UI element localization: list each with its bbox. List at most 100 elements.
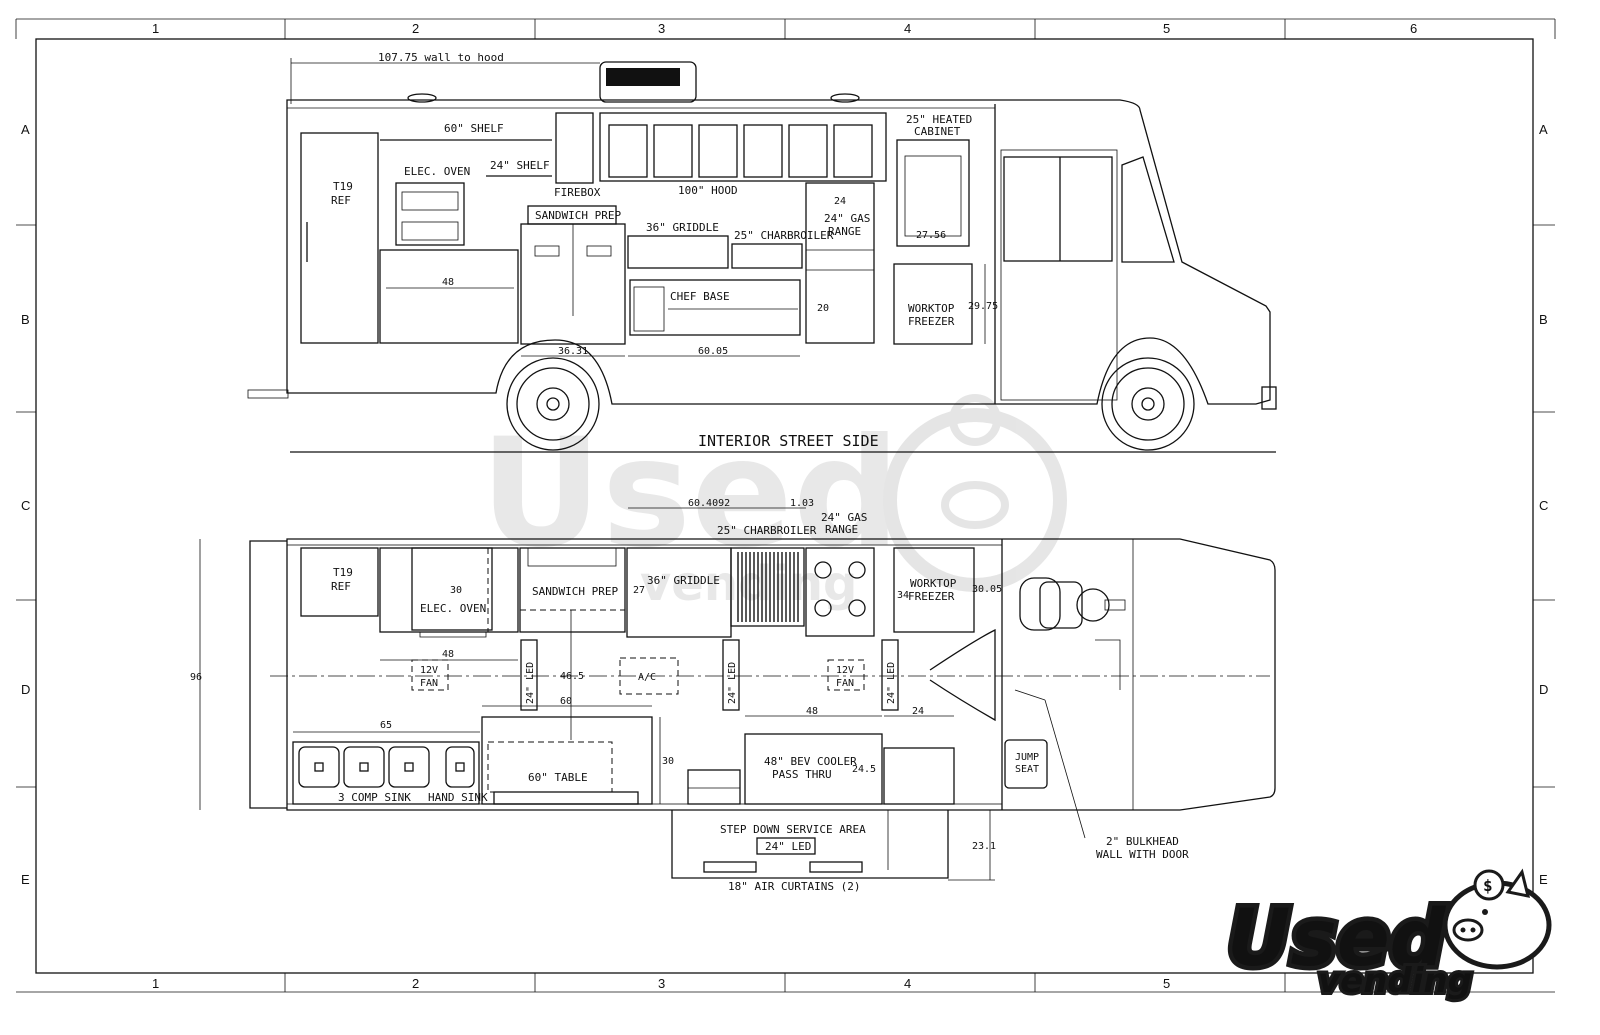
side-griddle [627,235,729,269]
plan-elec-oven-label: ELEC. OVEN [420,602,486,615]
roof-ac-unit [599,61,697,103]
heated-cabinet-label-1: 25" HEATED [906,113,972,126]
watermark: Used vending [480,394,1067,612]
dim-side-2975: 29.75 [968,301,998,312]
dim-plan-24: 24 [912,706,924,717]
bev-cooler-label-2: PASS THRU [772,768,832,781]
watermark-word: Used [480,407,900,581]
jump-seat-label-1: JUMP [1015,752,1039,763]
led-light-1-label: 24" LED [525,662,536,704]
roof-ac-vent [606,68,680,86]
plan-sandwich-prep-label: SANDWICH PREP [532,585,618,598]
plan-view: 96 60.4092 1.03 T19 REF ELEC. OVEN 30 SA… [190,498,1276,893]
logo-sub: vending [1318,961,1472,1001]
roof-vent-left [407,93,437,103]
plan-t19-label-2: REF [331,580,351,593]
table-60 [481,716,653,805]
firebox-label: FIREBOX [554,186,601,199]
pig-icon: $ [1442,868,1552,970]
step-down-led-label: 24" LED [765,840,811,853]
cab-door-window [1003,156,1113,262]
air-curtain-2 [809,861,863,873]
firebox [555,112,594,184]
heated-cabinet [896,139,970,247]
plan-gas-burners [814,561,866,617]
col-label-3: 3 [658,21,665,36]
service-step [687,769,741,805]
step-down-service-area [671,810,949,879]
dim-side-6005: 60.05 [698,346,728,357]
bulkhead-wall [929,628,996,722]
sink-counter [292,741,480,805]
led-light-2 [722,639,740,711]
plan-charbroiler-label: 25" CHARBROILER [717,524,817,537]
plan-rear-bumper [249,540,287,809]
row-label-b: B [21,312,30,327]
dim-plan-245: 24.5 [852,764,876,775]
row-label-d-right: D [1539,682,1548,697]
dim-plan-604092: 60.4092 [688,498,730,509]
air-curtain-1 [703,861,757,873]
col-label-5: 5 [1163,21,1170,36]
fan-left [411,659,449,691]
row-label-a: A [21,122,30,137]
dim-plan-30b: 30 [662,756,674,767]
fan-right [827,659,865,691]
side-elec-oven [395,182,465,246]
dim-side-2756: 27.56 [916,230,946,241]
dim-plan-103: 1.03 [790,498,814,509]
shelf-24-label: 24" SHELF [490,159,550,172]
col-label-4: 4 [904,21,911,36]
col-label-3-bottom: 3 [658,976,665,991]
heated-cabinet-label-2: CABINET [914,125,961,138]
led-light-3 [881,639,899,711]
plan-griddle-label: 36" GRIDDLE [647,574,720,587]
side-gas-range-label-2: RANGE [828,225,861,238]
hood-label: 100" HOOD [678,184,738,197]
dim-plan-48b: 48 [806,706,818,717]
fan-left-label-2: FAN [420,678,438,689]
side-griddle-label: 36" GRIDDLE [646,221,719,234]
roof-vent-right [830,93,860,103]
plan-gas-range-label-2: RANGE [825,523,858,536]
side-t19-ref [300,132,379,344]
air-curtains-label: 18" AIR CURTAINS (2) [728,880,860,893]
plan-t19-ref [300,547,379,617]
watermark-sub: vending [640,556,857,612]
col-label-1-bottom: 1 [152,976,159,991]
three-comp-sink [298,746,430,788]
chef-base [629,279,801,336]
driver-seat [1019,577,1126,631]
dim-plan-96: 96 [190,672,202,683]
table-60-label: 60" TABLE [528,771,588,784]
plan-truck-outline [286,538,1276,811]
ac-unit [619,657,679,695]
dim-side-20: 20 [817,303,829,314]
bev-cooler [744,733,883,805]
row-label-c: C [21,498,30,513]
plan-charbroiler [730,547,805,627]
side-gas-range-label-1: 24" GAS [824,212,870,225]
side-charbroiler-label: 25" CHARBROILER [734,229,834,242]
col-label-5-bottom: 5 [1163,976,1170,991]
side-elevation-view: INTERIOR STREET SIDE 107.75 wall to hood… [247,51,1277,453]
truck-body-outline [286,99,1271,405]
row-label-a-right: A [1539,122,1548,137]
dim-plan-60: 60 [560,696,572,707]
plan-elec-oven [411,547,493,631]
cab-door [1000,149,1118,401]
dim-wall-to-hood: 107.75 wall to hood [378,51,504,64]
col-label-2-bottom: 2 [412,976,419,991]
fan-right-label-2: FAN [836,678,854,689]
col-label-2: 2 [412,21,419,36]
side-t19-label-1: T19 [333,180,353,193]
front-wheel [1101,357,1195,451]
logo-badge-text: $ [1483,876,1493,895]
rear-bumper [247,389,289,399]
step-down-label: STEP DOWN SERVICE AREA [720,823,866,836]
plan-gas-range-label-1: 24" GAS [821,511,867,524]
side-worktop-label-1: WORKTOP [908,302,955,315]
step-down-led [756,837,816,855]
plan-charbroiler-grates [737,552,799,622]
